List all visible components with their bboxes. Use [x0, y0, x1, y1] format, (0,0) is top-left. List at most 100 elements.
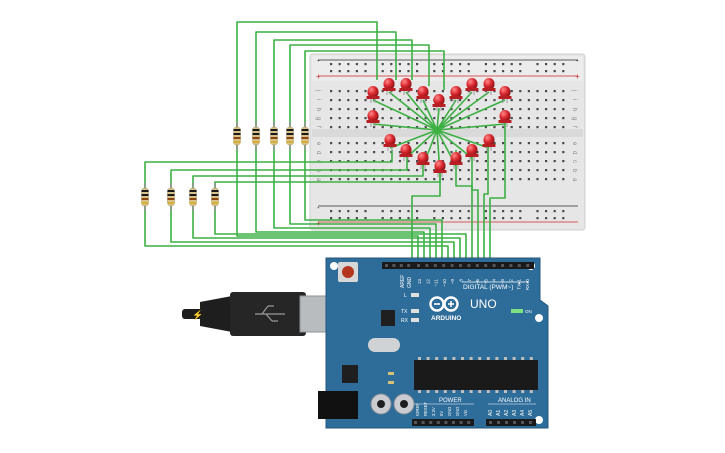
- red-led[interactable]: [366, 110, 380, 127]
- breadboard-hole[interactable]: [519, 126, 522, 129]
- rail-hole[interactable]: [407, 70, 410, 73]
- breadboard-hole[interactable]: [398, 117, 401, 120]
- breadboard-hole[interactable]: [355, 90, 358, 93]
- breadboard-hole[interactable]: [562, 108, 565, 111]
- rail-hole[interactable]: [562, 63, 565, 66]
- rail-hole[interactable]: [398, 210, 401, 213]
- wire[interactable]: [436, 123, 506, 131]
- breadboard-hole[interactable]: [553, 117, 556, 120]
- rail-hole[interactable]: [398, 217, 401, 220]
- wire[interactable]: [436, 91, 473, 131]
- breadboard-hole[interactable]: [527, 169, 530, 172]
- breadboard-hole[interactable]: [330, 90, 333, 93]
- breadboard-hole[interactable]: [450, 99, 453, 102]
- red-led[interactable]: [482, 134, 496, 151]
- rail-hole[interactable]: [330, 63, 333, 66]
- breadboard-hole[interactable]: [450, 142, 453, 145]
- rail-hole[interactable]: [364, 210, 367, 213]
- header-pin[interactable]: [436, 421, 440, 424]
- breadboard-hole[interactable]: [545, 151, 548, 154]
- breadboard-hole[interactable]: [364, 99, 367, 102]
- breadboard-hole[interactable]: [416, 117, 419, 120]
- rail-hole[interactable]: [484, 210, 487, 213]
- dc-power-jack[interactable]: [318, 391, 358, 419]
- breadboard-hole[interactable]: [562, 169, 565, 172]
- breadboard-hole[interactable]: [347, 126, 350, 129]
- led-heart[interactable]: [366, 78, 512, 177]
- rail-hole[interactable]: [330, 217, 333, 220]
- header-pin[interactable]: [429, 421, 433, 424]
- breadboard-hole[interactable]: [381, 108, 384, 111]
- breadboard-hole[interactable]: [545, 142, 548, 145]
- breadboard-hole[interactable]: [364, 108, 367, 111]
- wire[interactable]: [192, 201, 461, 262]
- header-pin[interactable]: [392, 264, 396, 267]
- resistor[interactable]: [141, 183, 149, 211]
- breadboard-hole[interactable]: [355, 151, 358, 154]
- breadboard-hole[interactable]: [330, 178, 333, 181]
- breadboard-hole[interactable]: [390, 178, 393, 181]
- breadboard-hole[interactable]: [493, 142, 496, 145]
- breadboard-hole[interactable]: [545, 178, 548, 181]
- digital-header[interactable]: [414, 262, 534, 269]
- breadboard-hole[interactable]: [338, 151, 341, 154]
- header-pin[interactable]: [433, 264, 437, 267]
- breadboard-hole[interactable]: [459, 108, 462, 111]
- breadboard-hole[interactable]: [493, 108, 496, 111]
- breadboard-hole[interactable]: [562, 142, 565, 145]
- jumper-wires[interactable]: [144, 21, 506, 262]
- header-pin[interactable]: [526, 264, 530, 267]
- breadboard-hole[interactable]: [553, 90, 556, 93]
- breadboard-hole[interactable]: [398, 90, 401, 93]
- header-pin[interactable]: [521, 421, 524, 424]
- breadboard-hole[interactable]: [519, 99, 522, 102]
- header-pin[interactable]: [444, 421, 448, 424]
- breadboard-hole[interactable]: [545, 160, 548, 163]
- breadboard-hole[interactable]: [355, 178, 358, 181]
- rail-hole[interactable]: [459, 70, 462, 73]
- usb-cable[interactable]: ⚡: [182, 292, 339, 336]
- breadboard-hole[interactable]: [553, 108, 556, 111]
- breadboard-hole[interactable]: [330, 99, 333, 102]
- breadboard-hole[interactable]: [364, 117, 367, 120]
- breadboard-hole[interactable]: [416, 99, 419, 102]
- breadboard-hole[interactable]: [424, 151, 427, 154]
- rail-hole[interactable]: [398, 70, 401, 73]
- rail-hole[interactable]: [459, 210, 462, 213]
- resistor[interactable]: [167, 183, 175, 211]
- breadboard-hole[interactable]: [373, 108, 376, 111]
- red-led[interactable]: [416, 152, 430, 169]
- breadboard-hole[interactable]: [407, 169, 410, 172]
- breadboard-hole[interactable]: [330, 108, 333, 111]
- breadboard-hole[interactable]: [527, 142, 530, 145]
- breadboard-hole[interactable]: [330, 151, 333, 154]
- red-led[interactable]: [433, 160, 447, 177]
- breadboard-hole[interactable]: [484, 169, 487, 172]
- red-led[interactable]: [366, 86, 380, 103]
- breadboard-hole[interactable]: [527, 178, 530, 181]
- breadboard-hole[interactable]: [407, 178, 410, 181]
- breadboard-hole[interactable]: [519, 90, 522, 93]
- breadboard-hole[interactable]: [536, 169, 539, 172]
- rail-hole[interactable]: [441, 217, 444, 220]
- rail-hole[interactable]: [536, 63, 539, 66]
- wire[interactable]: [144, 150, 393, 193]
- breadboard-hole[interactable]: [502, 160, 505, 163]
- resistor[interactable]: [252, 122, 260, 150]
- breadboard-hole[interactable]: [459, 117, 462, 120]
- breadboard-hole[interactable]: [450, 126, 453, 129]
- breadboard-hole[interactable]: [493, 178, 496, 181]
- header-pin[interactable]: [452, 421, 455, 424]
- breadboard-hole[interactable]: [553, 126, 556, 129]
- breadboard-hole[interactable]: [373, 142, 376, 145]
- rail-hole[interactable]: [433, 217, 436, 220]
- breadboard-hole[interactable]: [502, 108, 505, 111]
- rail-hole[interactable]: [338, 217, 341, 220]
- wire[interactable]: [389, 129, 438, 149]
- rail-hole[interactable]: [510, 70, 513, 73]
- breadboard-hole[interactable]: [424, 169, 427, 172]
- rail-hole[interactable]: [536, 70, 539, 73]
- breadboard-hole[interactable]: [545, 126, 548, 129]
- breadboard-hole[interactable]: [519, 169, 522, 172]
